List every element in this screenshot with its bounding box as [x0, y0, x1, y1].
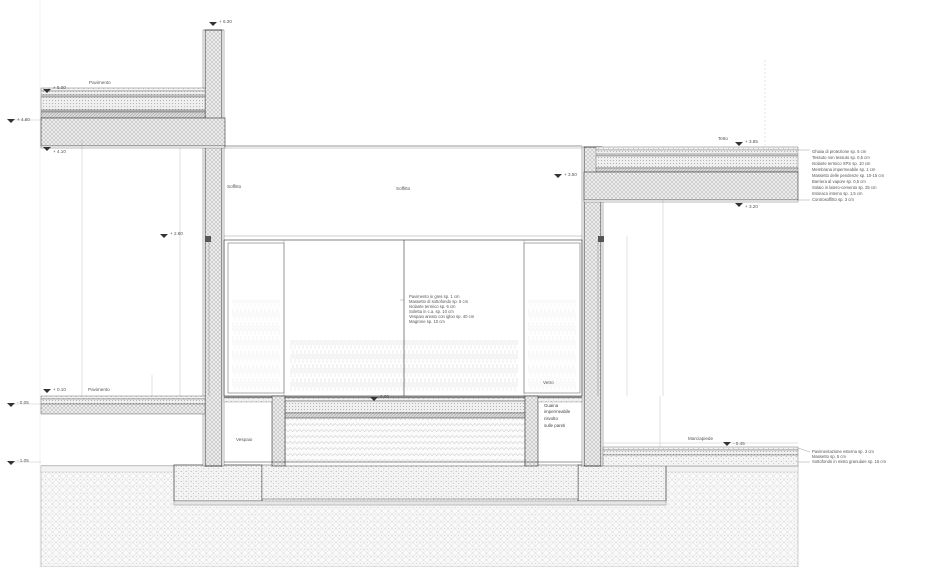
level-foundation: - 1.05 [17, 458, 29, 463]
waterproof-line-4: sulle pareti [544, 423, 565, 428]
ground-notes: Pavimentazione esterna sp. 3 cm Massetto… [812, 449, 887, 464]
floor-note: Vespaio areato con igloo sp. 40 cm [409, 314, 475, 319]
level-floor-marker: 0.00 [380, 394, 389, 399]
floor-note: Pavimento in gres sp. 1 cm [409, 294, 460, 299]
label-vespaio: Vespaio [236, 437, 253, 442]
foundation-footings [173, 464, 667, 506]
level-floor-left: + 0.10 [53, 387, 66, 392]
label-outer-paving: Marciapiede [688, 436, 713, 441]
roof-note: Tessuto non tessuto sp. 0,5 cm [812, 155, 870, 160]
room-ceiling [205, 145, 604, 242]
level-top-wall: + 6.30 [219, 19, 232, 24]
room-labels: Pavimento Tetto Soffitto Soffitto Pavime… [88, 80, 728, 442]
left-roof-slab [40, 87, 226, 149]
ground-note: Sottofondo in misto granulare sp. 15 cm [812, 459, 887, 464]
level-left-ceiling: + 4.10 [53, 149, 66, 154]
label-room-floor: Pavimento [88, 387, 110, 392]
ground-note: Pavimentazione esterna sp. 3 cm [812, 449, 874, 454]
ground-note: Massetto sp. 5 cm [812, 454, 846, 459]
right-roof-slab [583, 146, 799, 203]
floor-notes: Pavimento in gres sp. 1 cm Massetto di s… [409, 294, 475, 324]
level-left-roof-top: + 5.00 [53, 85, 66, 90]
waterproof-line-3: risvolto [544, 416, 558, 421]
level-right-ceiling: + 3.20 [745, 204, 758, 209]
roof-note: Membrana impermeabile sp. 1 cm [812, 167, 876, 172]
roof-note: Massetto delle pendenze sp. 10-15 cm [812, 173, 884, 178]
floor-note: Magrone sp. 10 cm [409, 319, 445, 324]
roof-note: Barriera al vapore sp. 0,5 cm [812, 179, 866, 184]
outer-paving-left [40, 395, 206, 415]
level-lintel: + 2.80 [170, 231, 183, 236]
waterproof-callout: Guaina impermeabile risvolto sulle paret… [544, 403, 571, 428]
level-left-roof-mid: + 4.80 [17, 117, 30, 122]
floor-note: Soletta in c.a. sp. 10 cm [409, 309, 454, 314]
level-right-roof-top: + 3.85 [745, 139, 758, 144]
level-ground-right: - 0.45 [733, 441, 745, 446]
floor-note: Massetto di sottofondo sp. 5 cm [409, 299, 469, 304]
label-ceiling-room: Soffitto [396, 186, 411, 191]
roof-note: Intonaco interno sp. 1,5 cm [812, 191, 863, 196]
label-left-roof: Pavimento [89, 80, 111, 85]
floor-note: Isolante termico sp. 6 cm [409, 304, 456, 309]
roof-note: Isolante termico XPS sp. 10 cm [812, 161, 871, 166]
level-floor-outer: - 0.05 [17, 400, 29, 405]
waterproof-line-2: impermeabile [544, 409, 571, 414]
roof-notes: Ghiaia di protezione sp. 5 cm Tessuto no… [812, 149, 884, 202]
label-ceiling-left: Soffitto [227, 184, 242, 189]
leader-lines [400, 149, 811, 463]
glazing [208, 239, 599, 397]
waterproof-line-1: Guaina [544, 403, 559, 408]
left-wall [202, 29, 225, 467]
label-glazing: Vetro [543, 380, 554, 385]
outer-paving-right [602, 446, 799, 467]
roof-note: Ghiaia di protezione sp. 5 cm [812, 149, 867, 154]
level-right-roof-mid: + 3.50 [564, 172, 577, 177]
dimension-lines [8, 0, 798, 567]
floor-package [223, 395, 583, 467]
label-right-roof: Tetto [718, 136, 728, 141]
roof-note: Controsoffitto sp. 3 cm [812, 197, 854, 202]
roof-note: Solaio in latero-cemento sp. 25 cm [812, 185, 877, 190]
level-texts: + 6.30 + 5.00 + 4.10 + 4.80 + 3.85 + 3.2… [17, 19, 758, 463]
level-markers [7, 22, 743, 465]
